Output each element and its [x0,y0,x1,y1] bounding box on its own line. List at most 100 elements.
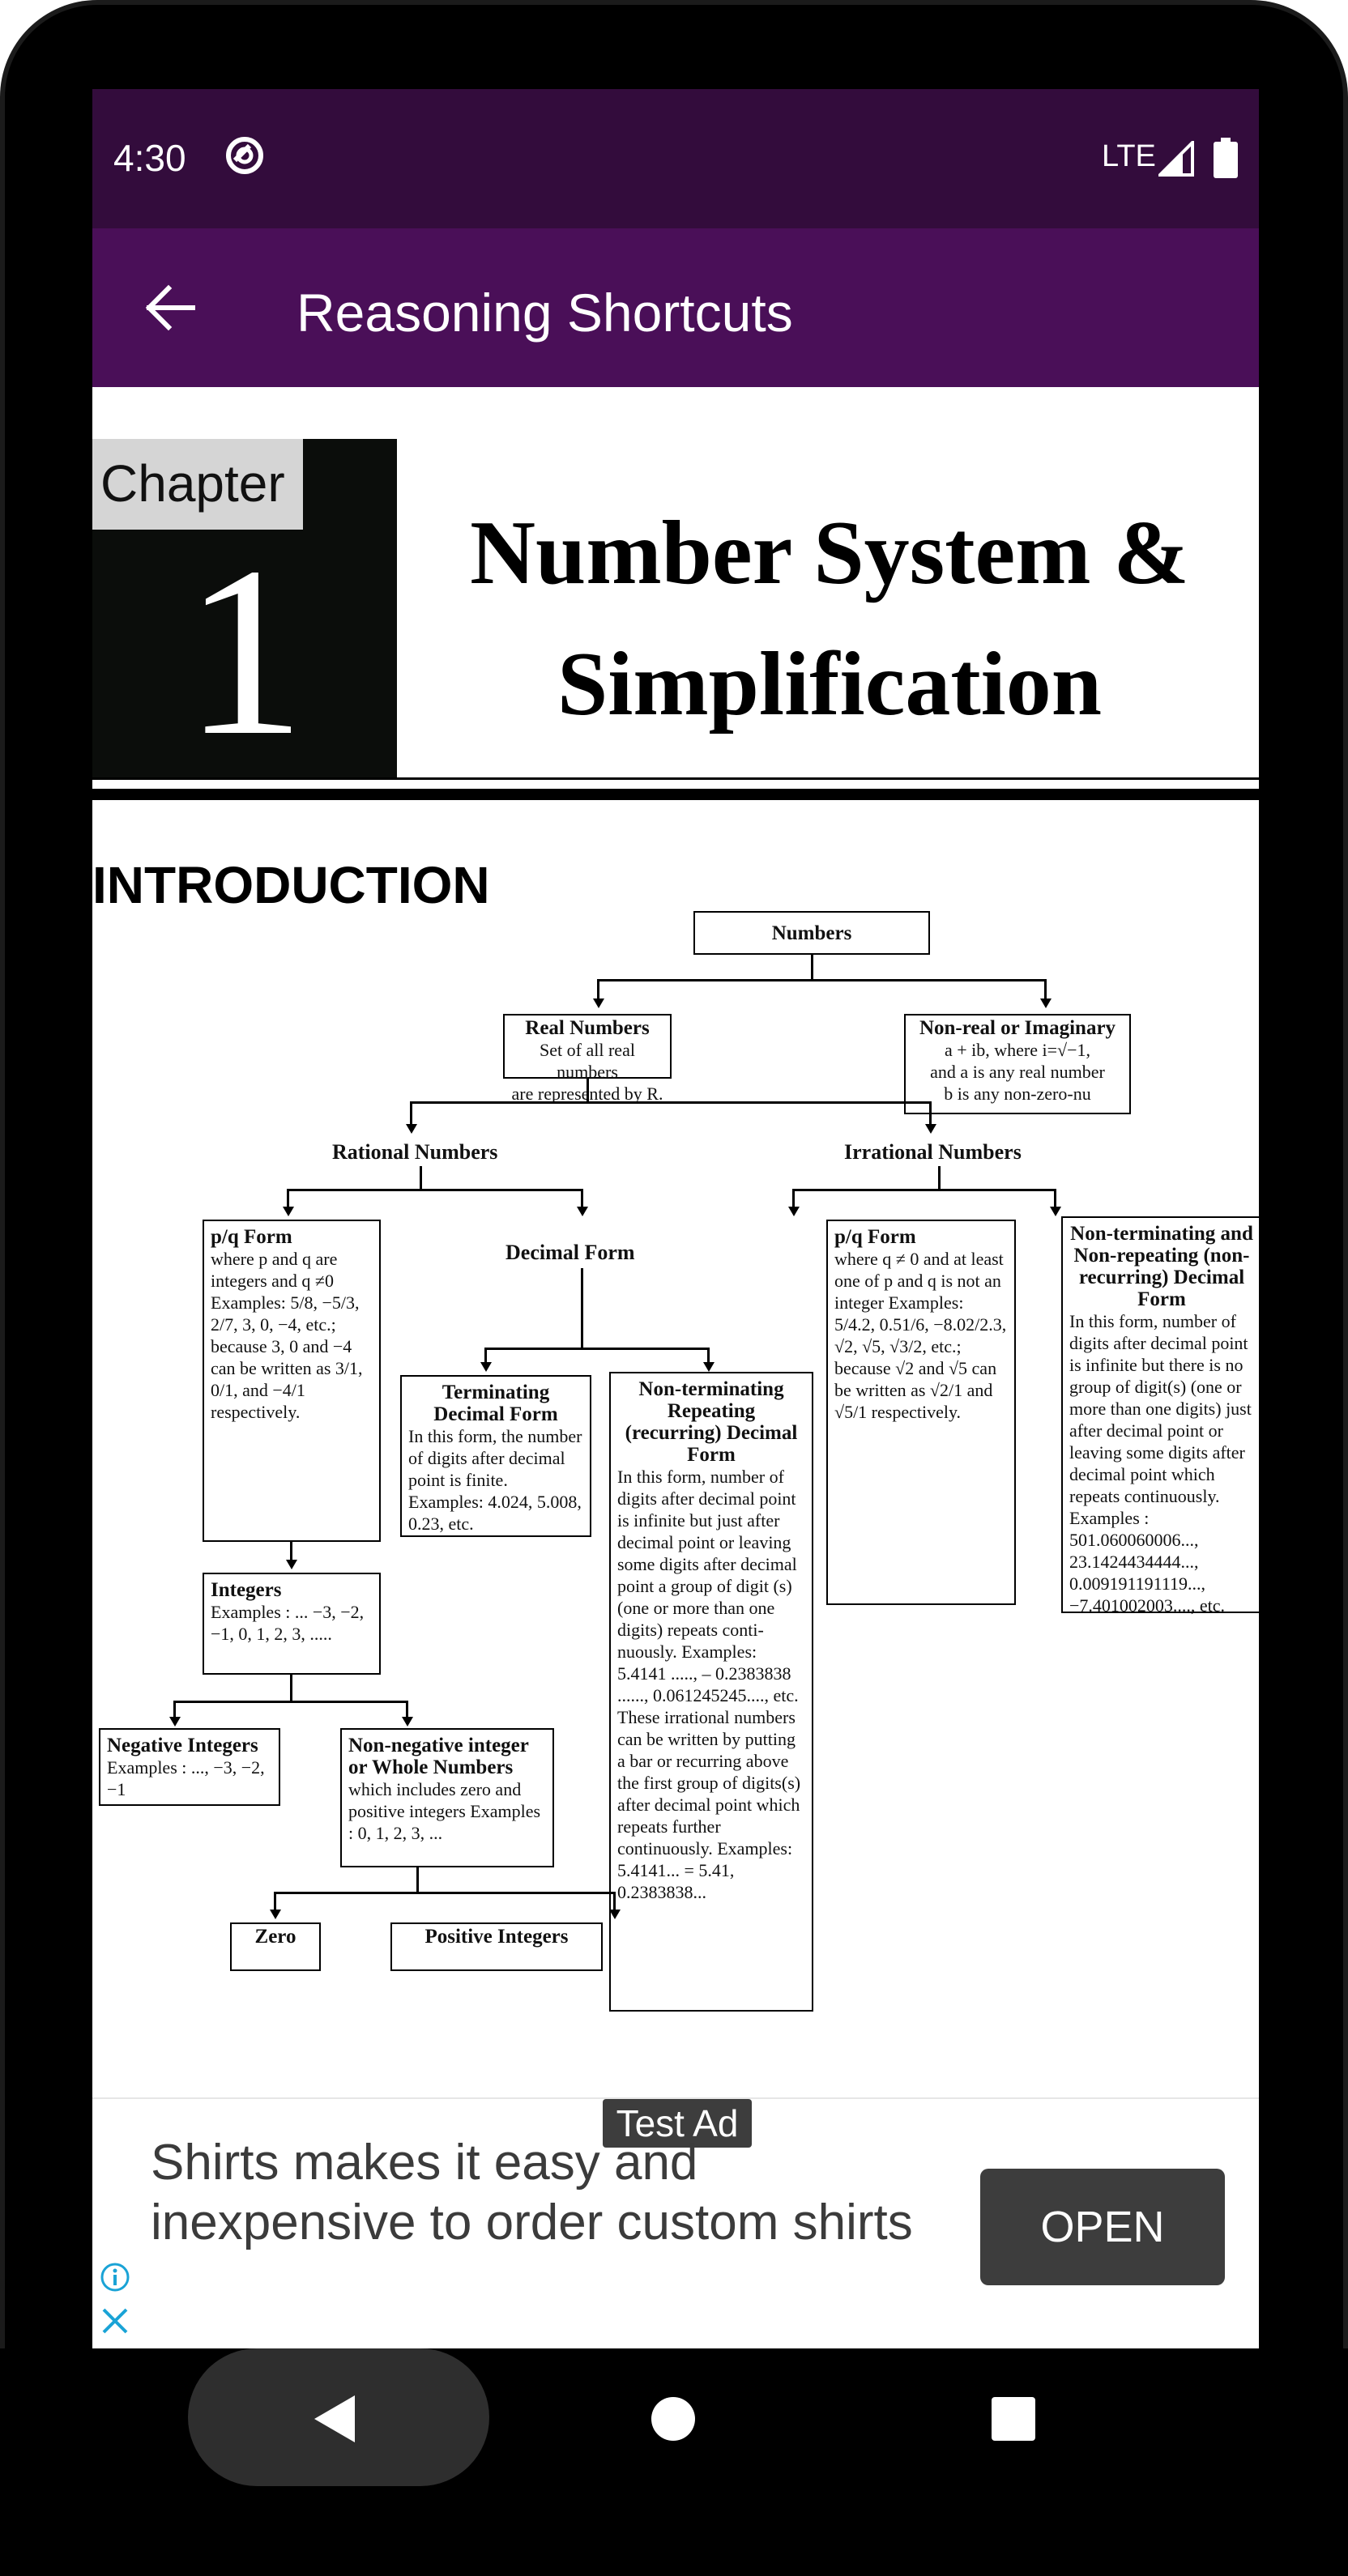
connector-arrow [402,1717,413,1727]
connector [287,1189,583,1191]
connector-arrow [286,1560,297,1569]
diagram-numbers: Numbers [771,922,852,944]
connector [290,1675,292,1702]
connector [811,955,813,981]
connector [416,1867,419,1893]
connector [410,1101,932,1104]
diagram-pos-int-box: Positive Integers [390,1922,603,1971]
sync-icon [226,137,263,174]
screen: 4:30 LTE Reasoning Shortcuts [92,89,1259,2349]
nav-home-icon[interactable] [651,2397,695,2441]
diagram-integers-text: Examples : ... −3, −2, −1, 0, 1, 2, 3, .… [211,1602,365,1644]
connector-arrow [577,1207,588,1216]
diagram-zero: Zero [254,1926,296,1948]
connector-arrow [1040,998,1052,1008]
diagram-irr-pq-text: where q ≠ 0 and at least one of p and q … [834,1249,1007,1422]
number-system-diagram: Numbers Real Numbers Set of all real num… [92,387,1259,2097]
connector [613,1892,616,1911]
diagram-pq-form-text: where p and q are integers and q ≠0 Exam… [211,1249,363,1422]
diagram-neg-int-title: Negative Integers [107,1735,258,1756]
connector [173,1701,176,1718]
diagram-numbers-box: Numbers [693,911,930,955]
diagram-integers-title: Integers [211,1579,282,1601]
connector [587,1079,589,1103]
connector-arrow [593,998,604,1008]
diagram-real-box: Real Numbers Set of all real numbers are… [503,1014,672,1104]
system-nav-bar [0,2348,1348,2576]
connector [792,1189,795,1208]
chapter-block: Chapter 1 [92,439,397,777]
diagram-real-desc1: Set of all real numbers [540,1040,635,1082]
diagram-pq-form-box: p/q Form where p and q are integers and … [203,1220,381,1542]
connector [287,1189,289,1208]
diagram-irr-nonrep-box: Non-terminating and Non-repeating (non-r… [1061,1216,1259,1616]
ad-text[interactable]: Shirts makes it easy and inexpensive to … [151,2135,913,2250]
connector [274,1892,276,1911]
diagram-rational: Rational Numbers [332,1140,498,1164]
connector [290,1542,292,1561]
connector [581,1189,583,1208]
diagram-imag-title: Non-real or Imaginary [919,1017,1116,1039]
connector-arrow [480,1362,492,1372]
diagram-integers-box: Integers Examples : ... −3, −2, −1, 0, 1… [203,1573,381,1675]
connector-arrow [283,1207,294,1216]
ad-badge: Test Ad [603,2099,752,2148]
connector [173,1701,408,1703]
connector [274,1892,616,1894]
diagram-terminating-box: Terminating Decimal Form In this form, t… [400,1375,591,1537]
back-arrow-icon[interactable] [143,280,198,335]
network-label: LTE [1102,139,1156,173]
section-heading: INTRODUCTION [92,856,490,914]
diagram-irrational: Irrational Numbers [844,1140,1022,1164]
diagram-decimal-form: Decimal Form [506,1241,635,1264]
diagram-imag-desc2: and a is any real number [930,1062,1105,1082]
connector [707,1348,710,1364]
diagram-pq-form-title: p/q Form [211,1226,292,1248]
diagram-neg-int-box: Negative Integers Examples : ..., −3, −2… [99,1728,280,1806]
connector [484,1348,710,1350]
connector-arrow [925,1124,936,1134]
connector [938,1166,941,1190]
diagram-imag-desc1: a + ib, where i=√−1, [944,1040,1091,1060]
diagram-zero-box: Zero [230,1922,321,1971]
connector-arrow [703,1362,715,1372]
divider-thin [92,777,1259,780]
diagram-nonterm-rep-text: In this form, number of digits after dec… [617,1467,801,1902]
diagram-nonterm-repeating-box: Non-terminating Repeating (recurring) De… [609,1372,813,2012]
diagram-pos-int: Positive Integers [424,1926,569,1948]
connector-arrow [270,1910,281,1919]
divider-thick [92,789,1259,800]
ad-open-button[interactable]: OPEN [980,2169,1225,2285]
diagram-irr-pq-box: p/q Form where q ≠ 0 and at least one of… [826,1220,1016,1605]
status-bar: 4:30 LTE [92,89,1259,228]
signal-icon [1158,141,1194,177]
nav-back-icon[interactable] [308,2391,365,2447]
diagram-nonneg-title: Non-negative integer or Whole Numbers [348,1735,529,1778]
connector [420,1166,422,1190]
info-icon[interactable] [99,2261,131,2293]
connector-arrow [169,1717,181,1727]
diagram-nonterm-rep-title: Non-terminating Repeating (recurring) De… [625,1378,798,1466]
diagram-irr-nonrep-text: In this form, number of digits after dec… [1069,1311,1252,1616]
close-icon[interactable] [99,2305,131,2337]
connector-arrow [1050,1207,1061,1216]
diagram-imaginary-box: Non-real or Imaginary a + ib, where i=√−… [904,1014,1131,1114]
connector [484,1348,487,1364]
chapter-title-line1: Number System & [470,503,1189,603]
connector [792,1189,1056,1191]
battery-icon [1214,138,1238,178]
chapter-label: Chapter [100,454,285,513]
diagram-imag-desc3: b is any non-zero-nu [944,1084,1091,1104]
diagram-nonneg-text: which includes zero and positive integer… [348,1779,541,1843]
diagram-neg-int-text: Examples : ..., −3, −2, −1 [107,1757,265,1799]
connector [1054,1189,1056,1208]
diagram-terminating-text: In this form, the number of digits after… [408,1426,582,1534]
nav-recents-icon[interactable] [992,2397,1035,2441]
document-page[interactable]: Chapter 1 Number System & Simplification… [92,387,1259,2097]
status-time: 4:30 [113,137,186,179]
connector [581,1268,583,1349]
connector [929,1101,932,1126]
diagram-real-title: Real Numbers [525,1017,650,1039]
chapter-title: Number System & Simplification [400,488,1259,750]
ad-banner[interactable]: Test Ad Shirts makes it easy and inexpen… [92,2097,1259,2349]
